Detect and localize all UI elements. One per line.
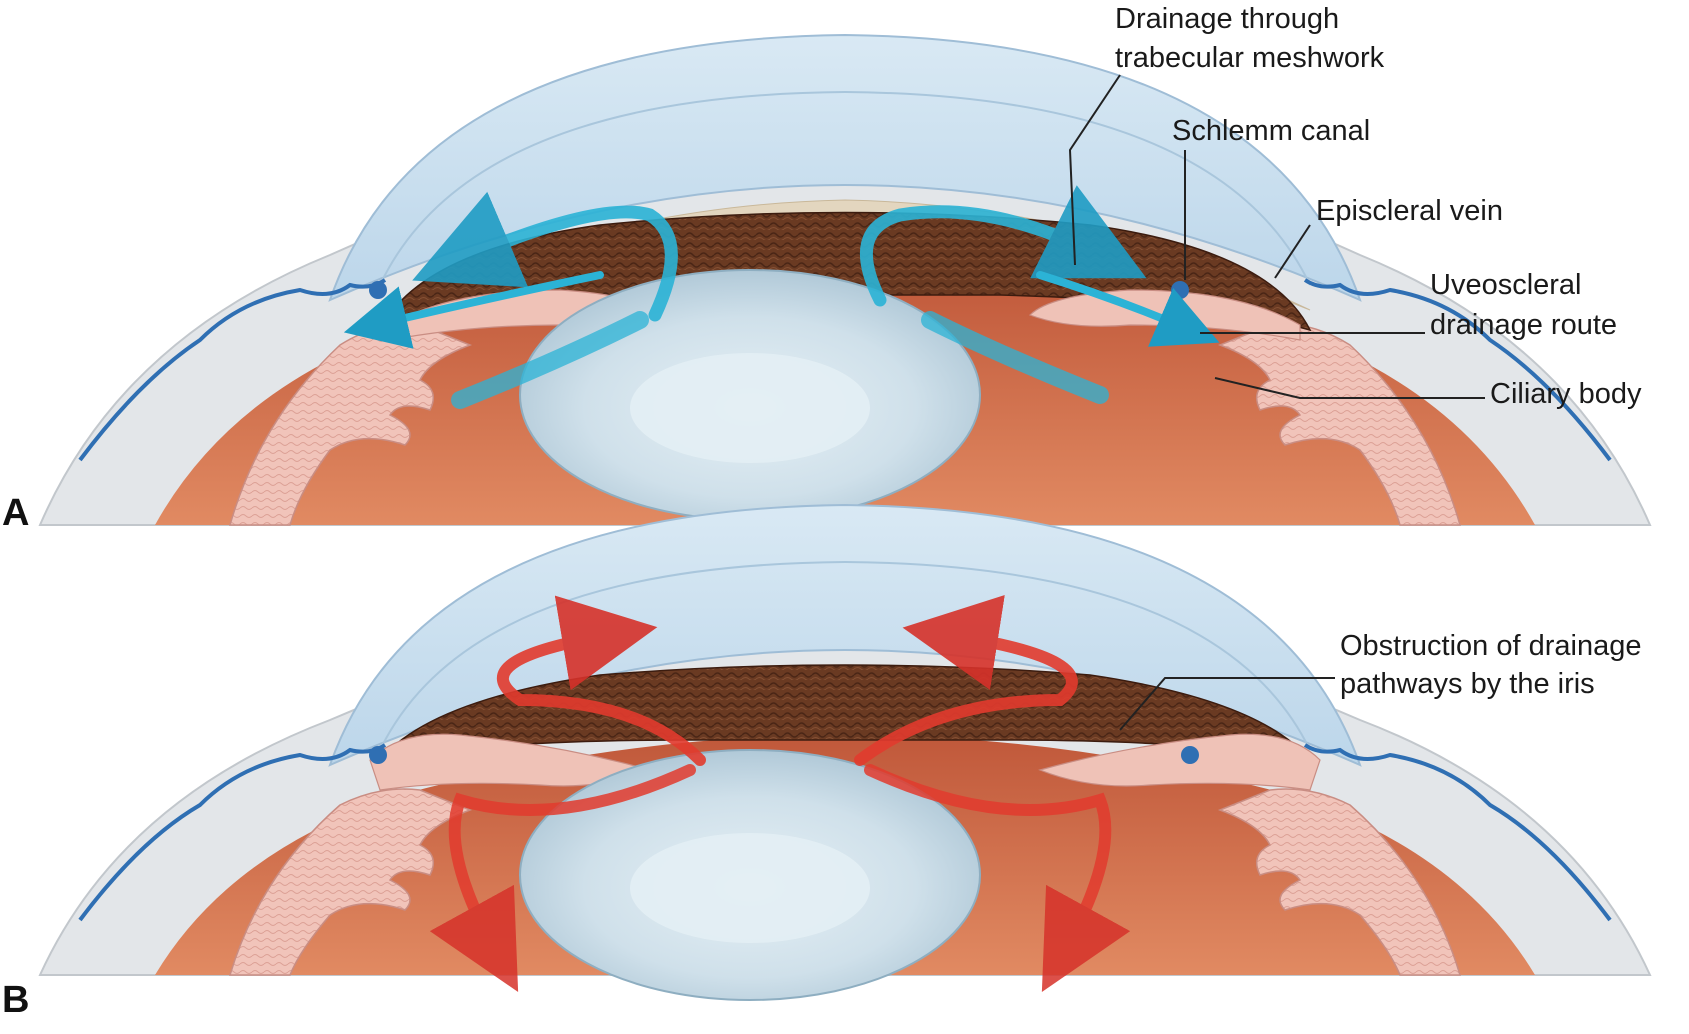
label-schlemm: Schlemm canal: [1172, 115, 1370, 147]
ciliary-body-right-b: [1217, 788, 1462, 976]
label-trabecular-line1: Drainage through: [1115, 3, 1339, 35]
cornea-inner-line-b: [379, 560, 1311, 751]
label-uveoscleral-line2: drainage route: [1430, 309, 1617, 341]
label-obstruction-line2: pathways by the iris: [1340, 668, 1595, 700]
flow-arrow-trabecular-left-a: [412, 191, 678, 322]
schlemm-canal-left-b: [369, 746, 387, 764]
label-obstruction-line1: Obstruction of drainage: [1340, 630, 1641, 662]
flow-arrow-to-angle-right-a: [1036, 271, 1220, 347]
label-episcleral: Episcleral vein: [1316, 195, 1503, 227]
panel-b-obstructed-drainage: [38, 503, 1652, 1001]
blocked-flow-arrow-down-left-b: [429, 764, 696, 993]
flow-arrow-uveoscleral-left-a: [451, 311, 649, 409]
flow-arrow-trabecular-right-a: [859, 185, 1147, 307]
cornea-b: [328, 503, 1362, 767]
schlemm-canal-right-a: [1171, 281, 1189, 299]
iris-stroma-right-b: [1038, 733, 1321, 791]
leader-episcleral: [1274, 224, 1311, 279]
ciliary-body-left-b: [228, 788, 473, 976]
flow-arrow-to-angle-left-a: [343, 271, 604, 349]
blocked-flow-arrow-down-right-b: [864, 764, 1131, 993]
label-uveoscleral-line1: Uveoscleral: [1430, 269, 1582, 301]
panel-a-normal-drainage: [38, 33, 1652, 526]
leader-ciliary: [1214, 377, 1485, 399]
lens-highlight-b: [630, 833, 870, 943]
panel-letter-b: B: [2, 979, 29, 1021]
episcleral-vein-right-b: [1303, 743, 1612, 922]
episcleral-vein-left-a: [78, 278, 387, 462]
lens-highlight-a: [630, 353, 870, 463]
blocked-flow-arrow-up-left-b: [496, 595, 706, 766]
leader-obstruction: [1119, 677, 1335, 731]
label-trabecular-line2: trabecular meshwork: [1115, 42, 1385, 74]
blocked-flow-arrow-up-right-b: [854, 594, 1078, 766]
flow-arrow-uveoscleral-right-a: [921, 311, 1109, 404]
leader-trabecular: [1068, 74, 1121, 266]
leader-lines: [1068, 74, 1485, 731]
ciliary-body-left-a: [229, 323, 473, 526]
ciliary-body-right-a: [1217, 323, 1461, 526]
schlemm-canal-left-a: [369, 281, 387, 299]
panel-letter-a: A: [2, 492, 29, 534]
label-ciliary: Ciliary body: [1490, 378, 1642, 410]
labels: Drainage through trabecular meshwork Sch…: [2, 3, 1642, 1021]
schlemm-canal-right-b: [1181, 746, 1199, 764]
cornea-inner-line-a: [379, 90, 1311, 286]
episcleral-vein-right-a: [1303, 278, 1612, 462]
episcleral-vein-left-b: [78, 743, 387, 922]
